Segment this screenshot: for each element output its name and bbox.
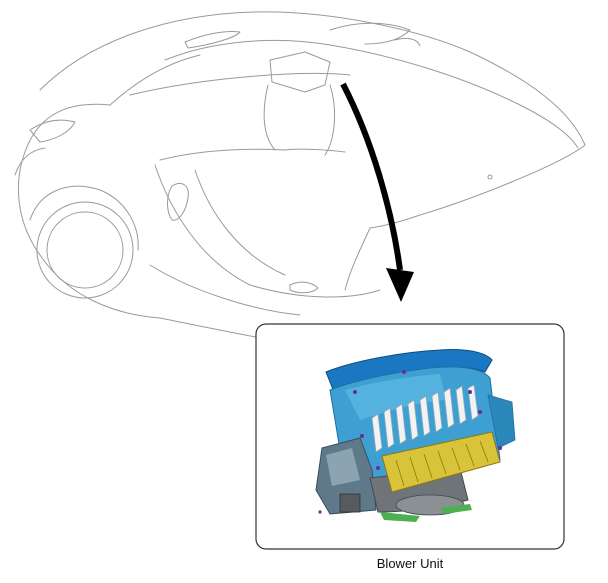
blower-unit xyxy=(315,349,516,522)
car-outline xyxy=(14,11,586,351)
filter-cover xyxy=(381,431,501,493)
pointer-arrow xyxy=(340,82,414,302)
fan-grill xyxy=(371,384,479,453)
callout-label: Blower Unit xyxy=(376,556,444,571)
